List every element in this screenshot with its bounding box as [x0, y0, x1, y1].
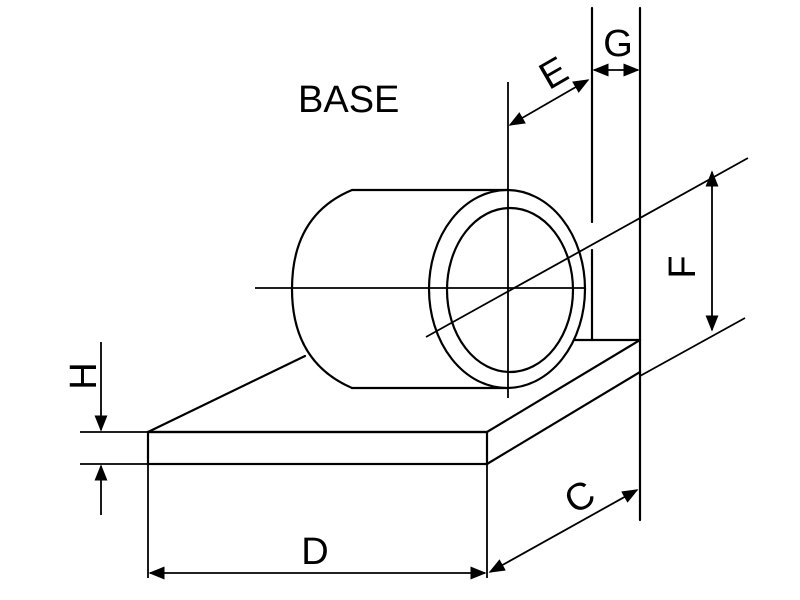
dimension-c [488, 489, 639, 573]
center-lines [255, 82, 749, 398]
label-g: G [603, 23, 633, 65]
cylinder [290, 188, 587, 390]
dimension-h [80, 342, 148, 515]
label-h: H [63, 362, 105, 389]
label-c: C [558, 473, 603, 523]
label-f: F [662, 255, 704, 278]
base-plate [146, 338, 642, 466]
label-d: D [301, 531, 328, 573]
title-label: BASE [298, 79, 399, 121]
wall-lines [590, 6, 642, 522]
dimension-e [508, 79, 590, 126]
dimension-d [147, 464, 488, 580]
